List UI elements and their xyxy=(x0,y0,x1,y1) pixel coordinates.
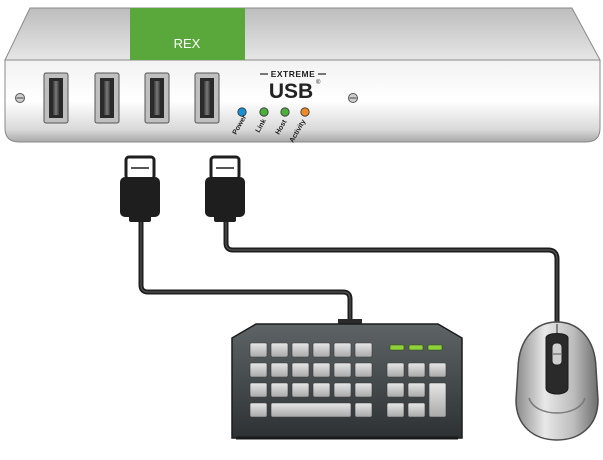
usb-port xyxy=(144,72,170,124)
keyboard-key xyxy=(249,402,268,418)
keyboard-key xyxy=(270,402,352,418)
brand-logo-main: USB xyxy=(269,80,313,103)
device-label-panel xyxy=(130,8,245,60)
led-link-dot xyxy=(259,107,269,117)
mouse-cable xyxy=(223,220,560,325)
keyboard-key xyxy=(354,342,373,358)
keyboard-cable xyxy=(138,220,353,322)
keyboard-key xyxy=(386,362,405,378)
rex-device: REX xyxy=(4,7,601,144)
brand-logo-top: EXTREME xyxy=(271,69,316,79)
keyboard-key xyxy=(333,382,352,398)
keyboard-key xyxy=(270,342,289,358)
usb-plug-icon xyxy=(120,155,160,222)
keyboard-key xyxy=(291,382,310,398)
keyboard-key xyxy=(354,382,373,398)
keyboard-key xyxy=(249,342,268,358)
screw-icon xyxy=(348,93,358,103)
keyboard-key xyxy=(428,382,447,418)
usb-plug-icon xyxy=(205,155,245,222)
keyboard-key xyxy=(249,382,268,398)
keyboard-icon xyxy=(231,319,463,440)
keyboard-key xyxy=(291,342,310,358)
brand-logo-mark: ® xyxy=(316,79,321,86)
keyboard-key xyxy=(333,362,352,378)
keyboard-indicator-light xyxy=(408,344,424,351)
usb-port xyxy=(94,72,120,124)
keyboard-key xyxy=(386,402,405,418)
keyboard-key xyxy=(407,402,426,418)
keyboard-key xyxy=(249,362,268,378)
led-power-dot xyxy=(237,107,247,117)
usb-port xyxy=(194,72,220,124)
keyboard-key xyxy=(386,382,405,398)
keyboard-key xyxy=(354,402,373,418)
mouse-icon xyxy=(515,321,599,441)
keyboard-indicator-lights xyxy=(389,344,443,351)
keyboard-key xyxy=(354,362,373,378)
keyboard-key xyxy=(312,362,331,378)
led-activity-dot xyxy=(300,107,310,117)
keyboard-key xyxy=(333,342,352,358)
keyboard-key xyxy=(312,382,331,398)
device-label: REX xyxy=(174,36,201,51)
keyboard-keys xyxy=(249,342,447,418)
led-host-dot xyxy=(280,107,290,117)
brand-logo: EXTREME USB ® xyxy=(260,69,326,103)
keyboard-key xyxy=(270,362,289,378)
keyboard-key xyxy=(407,362,426,378)
keyboard-indicator-light xyxy=(389,344,405,351)
screw-icon xyxy=(15,93,25,103)
keyboard-key xyxy=(291,362,310,378)
keyboard-indicator-light xyxy=(427,344,443,351)
usb-port xyxy=(43,72,69,124)
keyboard-key xyxy=(428,362,447,378)
keyboard-key xyxy=(407,382,426,398)
keyboard-key xyxy=(270,382,289,398)
keyboard-key xyxy=(312,342,331,358)
